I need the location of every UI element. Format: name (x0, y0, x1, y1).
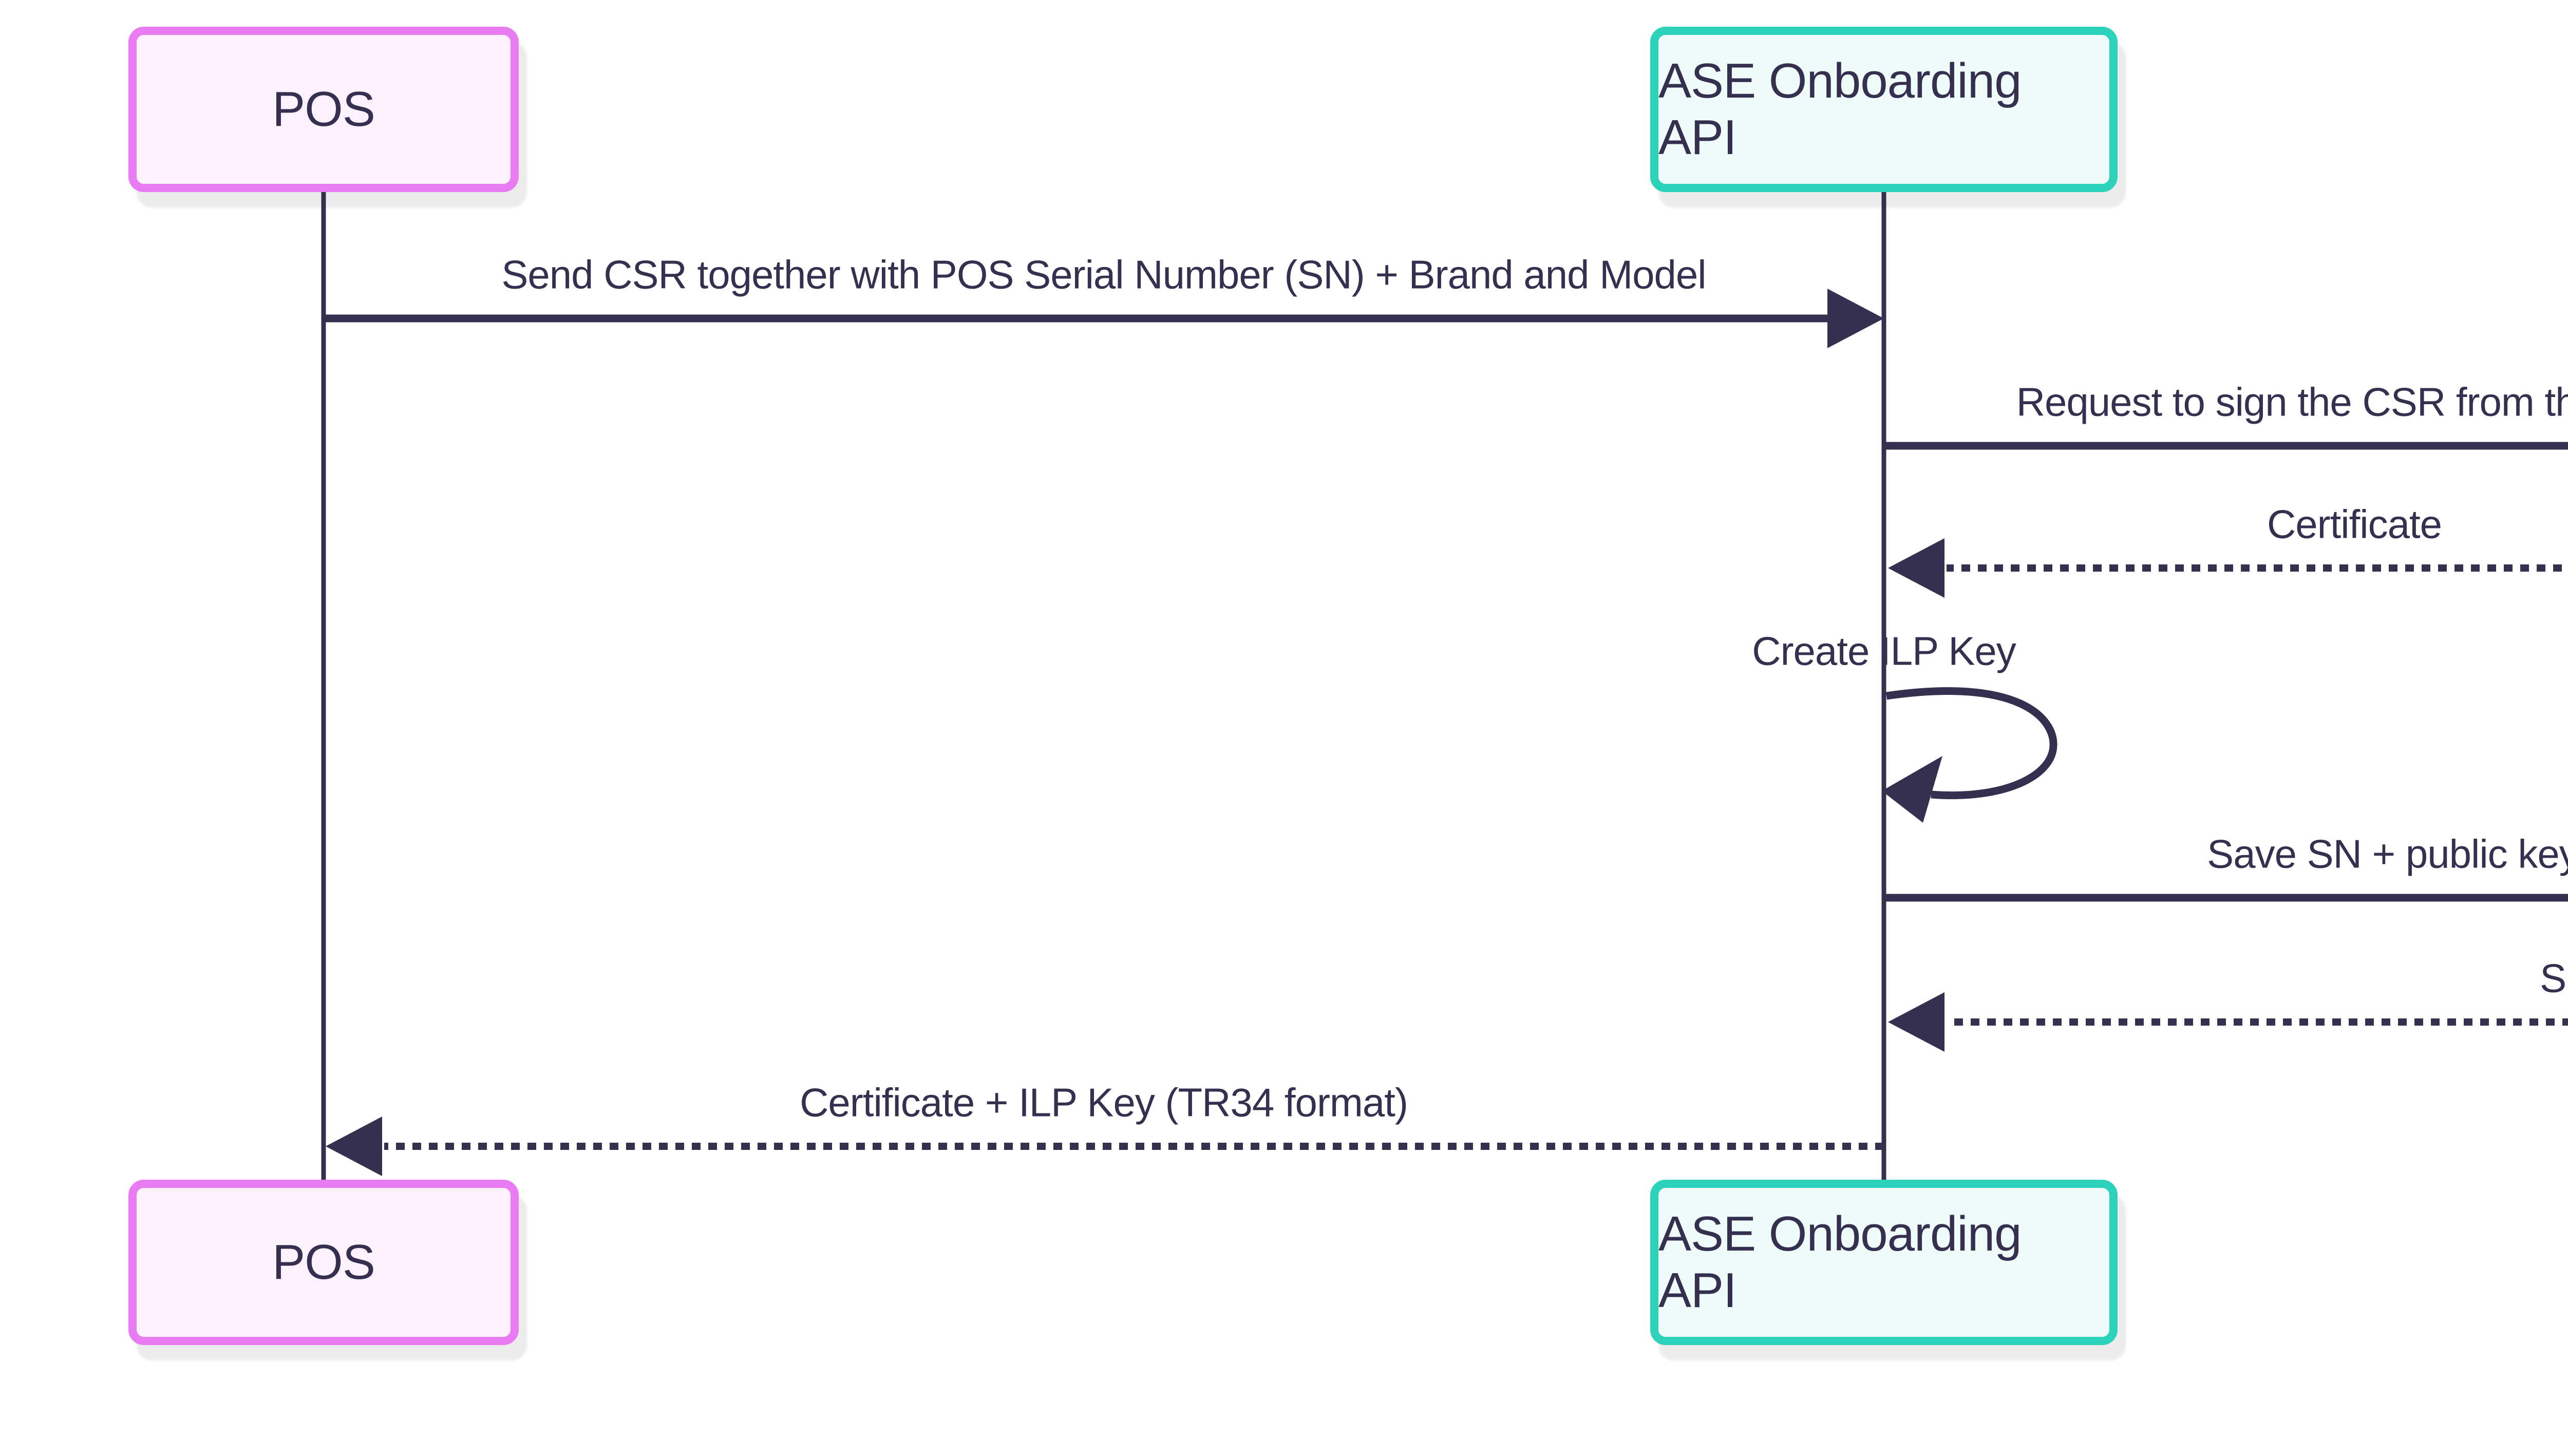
actor-pos-bottom-label: POS (272, 1235, 375, 1290)
message-7-label: Certificate + ILP Key (TR34 format) (800, 1080, 1408, 1125)
message-6-label: Success (2540, 955, 2568, 1001)
actor-ase-onboarding-api-bottom-label: ASE Onboarding API (1658, 1206, 2022, 1318)
message-3-arrowhead (1888, 538, 1944, 598)
self-loop-arrowhead (1882, 756, 1942, 823)
self-loop-line (1885, 687, 2057, 800)
message-4-label: Create ILP Key (1752, 628, 2016, 674)
message-1-label: Send CSR together with POS Serial Number… (501, 252, 1706, 297)
message-2-label: Request to sign the CSR from the POS (2016, 379, 2568, 425)
actor-pos-top-label: POS (272, 82, 375, 137)
actor-ase-onboarding-api-top-label: ASE Onboarding API (1658, 53, 2022, 165)
actor-ase-onboarding-api-top: ASE Onboarding API (1650, 27, 2118, 192)
message-5-label: Save SN + public key + ILP Key (Terminal… (2207, 831, 2568, 877)
message-7-arrowhead (326, 1117, 382, 1176)
message-3-label: Certificate (2267, 501, 2442, 547)
actor-pos-bottom: POS (128, 1180, 519, 1345)
actor-ase-onboarding-api-bottom: ASE Onboarding API (1650, 1180, 2118, 1345)
message-6-arrowhead (1888, 992, 1944, 1052)
message-1-arrowhead (1827, 289, 1884, 348)
actor-pos-top: POS (128, 27, 519, 192)
